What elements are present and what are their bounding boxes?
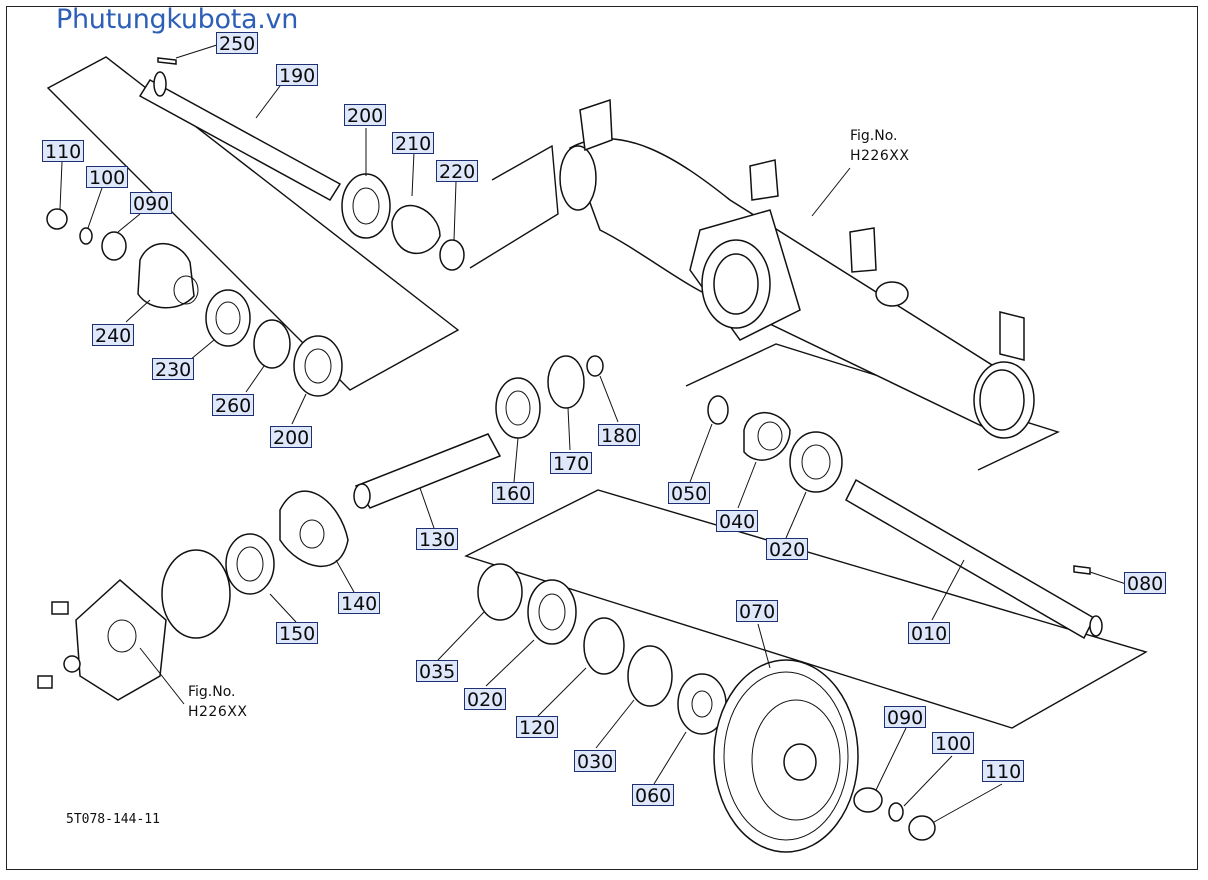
- part-label-070[interactable]: 070: [736, 600, 779, 623]
- bearing-020-right: [789, 431, 843, 493]
- part-label-030[interactable]: 030: [574, 750, 617, 773]
- leader-lines: [59, 43, 1127, 823]
- part-label-100-lower[interactable]: 100: [932, 732, 975, 755]
- part-label-220[interactable]: 220: [436, 160, 479, 183]
- o-ring-260: [253, 319, 291, 369]
- part-label-130[interactable]: 130: [416, 528, 459, 551]
- shaft-190: [138, 71, 342, 201]
- bearing-230: [205, 289, 251, 347]
- part-label-050[interactable]: 050: [668, 482, 711, 505]
- bolt-lower: [37, 675, 53, 689]
- washer-090-upper: [101, 231, 127, 261]
- snap-ring-030: [627, 645, 673, 707]
- nut-110-lower: [908, 815, 936, 841]
- part-label-150[interactable]: 150: [276, 622, 319, 645]
- diagram-code: 5T078-144-11: [66, 812, 160, 827]
- snap-ring-220: [439, 239, 465, 271]
- diagram-frame: [6, 6, 1198, 870]
- pulley-070: [713, 659, 859, 853]
- bevel-gear-140: [279, 490, 349, 568]
- part-label-060[interactable]: 060: [632, 784, 675, 807]
- gasket: [161, 549, 231, 639]
- fig-ref-line2: H226XX: [188, 704, 248, 720]
- part-label-200-upper[interactable]: 200: [344, 104, 387, 127]
- part-label-010[interactable]: 010: [908, 622, 951, 645]
- bearing-200-upper: [341, 173, 391, 239]
- washer-090-lower: [853, 787, 883, 813]
- bearing-020-lower: [527, 579, 577, 645]
- bevel-gear-040: [743, 411, 791, 461]
- part-label-250[interactable]: 250: [216, 32, 259, 55]
- key-080: [1073, 565, 1091, 575]
- snap-ring-050: [707, 395, 729, 425]
- upper-shaft-group-outline: [46, 56, 460, 391]
- cover-plate: [75, 578, 167, 701]
- part-label-190[interactable]: 190: [276, 64, 319, 87]
- fig-ref-line2: H226XX: [850, 148, 910, 164]
- axle-housing: [559, 98, 1035, 439]
- o-ring-120: [583, 617, 625, 675]
- part-label-080[interactable]: 080: [1124, 572, 1167, 595]
- shaft-010: [845, 478, 1103, 640]
- part-label-230[interactable]: 230: [152, 358, 195, 381]
- part-label-210[interactable]: 210: [392, 132, 435, 155]
- lock-washer-100-upper: [79, 227, 93, 245]
- fig-ref-housing[interactable]: Fig.No. H226XX: [850, 126, 909, 166]
- bearing-200-lower: [293, 335, 343, 397]
- bolt-upper: [51, 601, 69, 615]
- nut-110-upper: [46, 208, 68, 230]
- fig-ref-line1: Fig.No.: [188, 684, 236, 700]
- part-label-120[interactable]: 120: [516, 716, 559, 739]
- bearing-170: [547, 355, 585, 409]
- lock-washer-100-lower: [888, 802, 904, 822]
- o-ring-180: [586, 355, 604, 377]
- part-label-090-upper[interactable]: 090: [130, 192, 173, 215]
- part-label-140[interactable]: 140: [338, 592, 381, 615]
- part-label-020-lower[interactable]: 020: [464, 688, 507, 711]
- lower-shaft-group-outline: [464, 489, 1148, 729]
- part-label-110-lower[interactable]: 110: [982, 760, 1025, 783]
- part-label-170[interactable]: 170: [550, 452, 593, 475]
- part-label-110-upper[interactable]: 110: [42, 140, 85, 163]
- bearing-150: [225, 533, 275, 595]
- part-label-100-upper[interactable]: 100: [86, 166, 129, 189]
- axle-housing-outline: [469, 144, 559, 269]
- shaft-130: [353, 433, 502, 509]
- part-label-240[interactable]: 240: [92, 324, 135, 347]
- part-label-020-right[interactable]: 020: [766, 538, 809, 561]
- part-label-090-lower[interactable]: 090: [884, 706, 927, 729]
- part-label-200-lower[interactable]: 200: [270, 426, 313, 449]
- site-title: Phutungkubota.vn: [56, 4, 299, 35]
- part-label-040[interactable]: 040: [716, 510, 759, 533]
- part-label-035[interactable]: 035: [416, 660, 459, 683]
- washer-small: [63, 655, 81, 673]
- bearing-160: [495, 377, 541, 439]
- bevel-gear-210: [391, 204, 441, 255]
- pin-250: [157, 57, 177, 65]
- snap-ring-035: [477, 563, 523, 621]
- part-label-180[interactable]: 180: [598, 424, 641, 447]
- fig-ref-cover[interactable]: Fig.No. H226XX: [188, 682, 247, 722]
- fig-ref-line1: Fig.No.: [850, 128, 898, 144]
- coupling-240: [137, 242, 195, 309]
- part-label-160[interactable]: 160: [492, 482, 535, 505]
- part-label-260[interactable]: 260: [212, 394, 255, 417]
